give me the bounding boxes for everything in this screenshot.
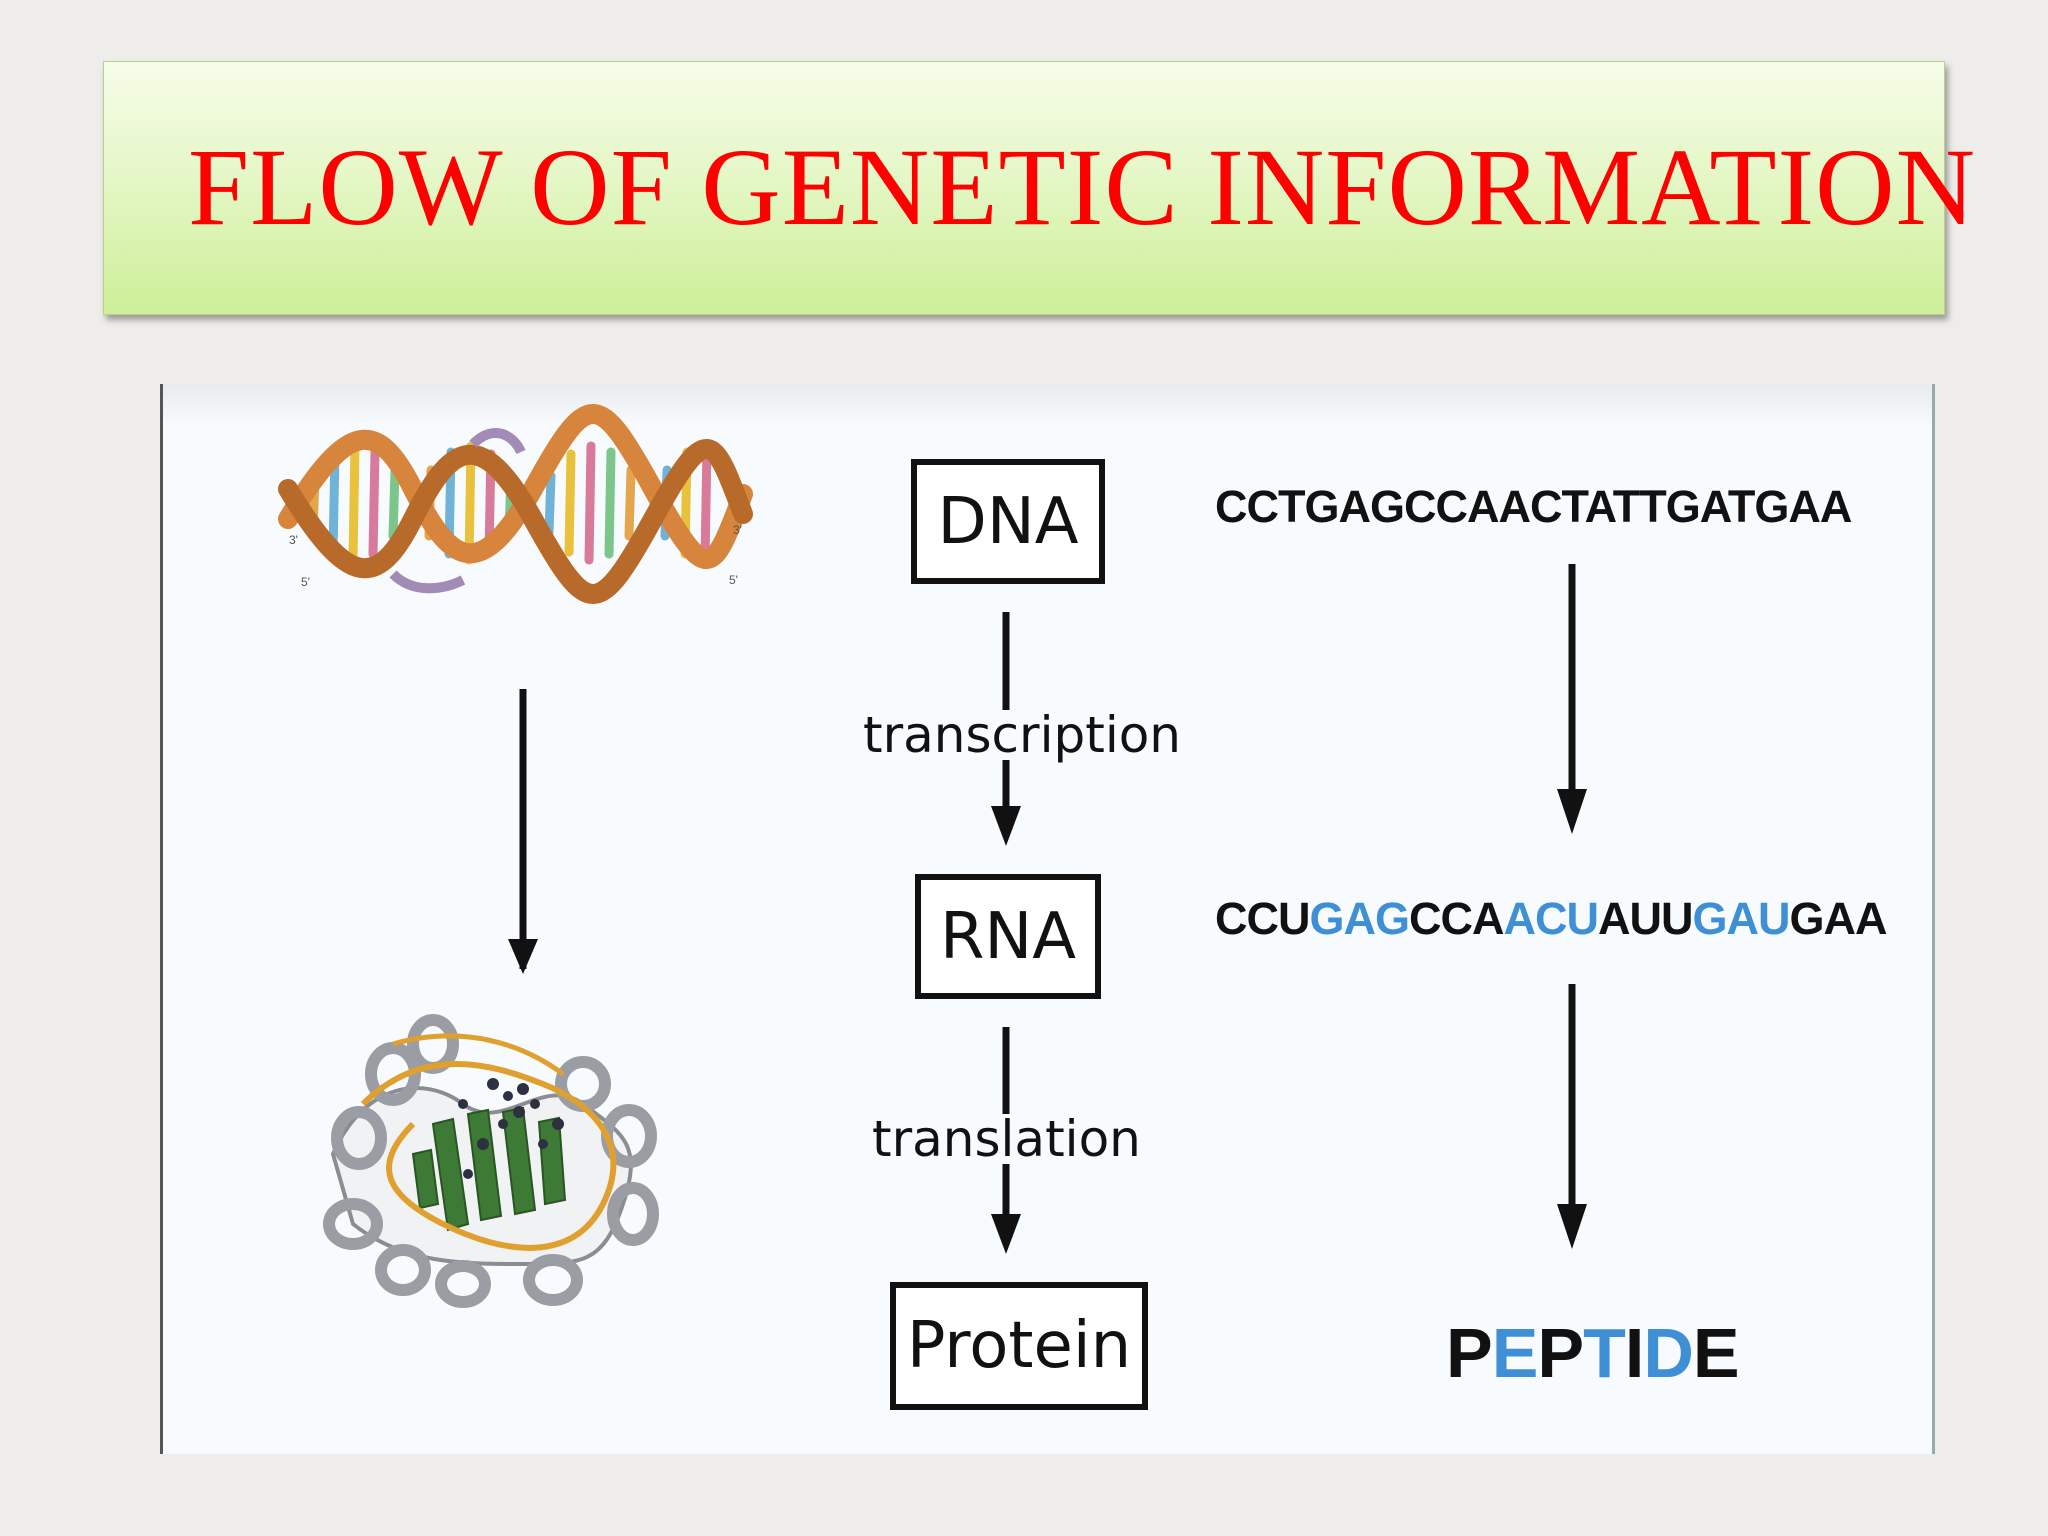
svg-text:3': 3' bbox=[733, 523, 742, 537]
dna-box-label: DNA bbox=[937, 484, 1079, 559]
dna-box: DNA bbox=[911, 459, 1105, 584]
protein-box: Protein bbox=[890, 1282, 1148, 1410]
left-flow-arrowhead bbox=[508, 939, 538, 974]
genetic-flow-figure: 3' 5' 3' 5' bbox=[160, 384, 1935, 1454]
protein-structure-icon bbox=[323, 1014, 659, 1308]
rna-codon: CCA bbox=[1409, 893, 1504, 944]
right-flow-arrowhead-2 bbox=[1557, 1204, 1587, 1249]
dna-sequence: CCTGAGCCAACTATTGATGAA bbox=[1215, 481, 1852, 532]
slide-title: FLOW OF GENETIC INFORMATION bbox=[188, 126, 1977, 248]
slide-title-banner: FLOW OF GENETIC INFORMATION bbox=[103, 61, 1975, 315]
rna-box-label: RNA bbox=[939, 899, 1077, 974]
rna-codon: ACU bbox=[1503, 893, 1599, 944]
peptide-letter: I bbox=[1624, 1314, 1644, 1392]
peptide-letter: E bbox=[1491, 1314, 1539, 1392]
peptide-letter: E bbox=[1692, 1314, 1740, 1392]
svg-text:5': 5' bbox=[301, 575, 310, 589]
rna-codon: GAU bbox=[1692, 893, 1791, 944]
peptide-letter: D bbox=[1643, 1314, 1694, 1392]
svg-text:3': 3' bbox=[289, 533, 298, 547]
dna-helix-icon: 3' 5' 3' 5' bbox=[278, 404, 753, 604]
right-flow-arrowhead-1 bbox=[1557, 789, 1587, 834]
svg-text:5': 5' bbox=[729, 573, 738, 587]
rna-sequence: CCUGAGCCAACUAUUGAUGAA bbox=[1215, 893, 1888, 944]
rna-codon: GAA bbox=[1789, 893, 1888, 944]
protein-box-label: Protein bbox=[906, 1309, 1132, 1383]
rna-codon: GAG bbox=[1309, 893, 1411, 944]
transcription-arrowhead bbox=[991, 806, 1021, 846]
translation-label: translation bbox=[868, 1114, 1145, 1164]
figure-graphics: 3' 5' 3' 5' bbox=[278, 404, 1587, 1308]
rna-codon: CCU bbox=[1215, 893, 1310, 944]
translation-arrowhead bbox=[991, 1214, 1021, 1254]
peptide-letter: T bbox=[1583, 1314, 1626, 1392]
peptide-sequence: PEPTIDE bbox=[1446, 1318, 1740, 1388]
rna-box: RNA bbox=[915, 874, 1101, 999]
rna-codon: AUU bbox=[1598, 893, 1693, 944]
peptide-letter: P bbox=[1446, 1314, 1493, 1392]
peptide-letter: P bbox=[1537, 1314, 1584, 1392]
transcription-label: transcription bbox=[859, 710, 1185, 760]
